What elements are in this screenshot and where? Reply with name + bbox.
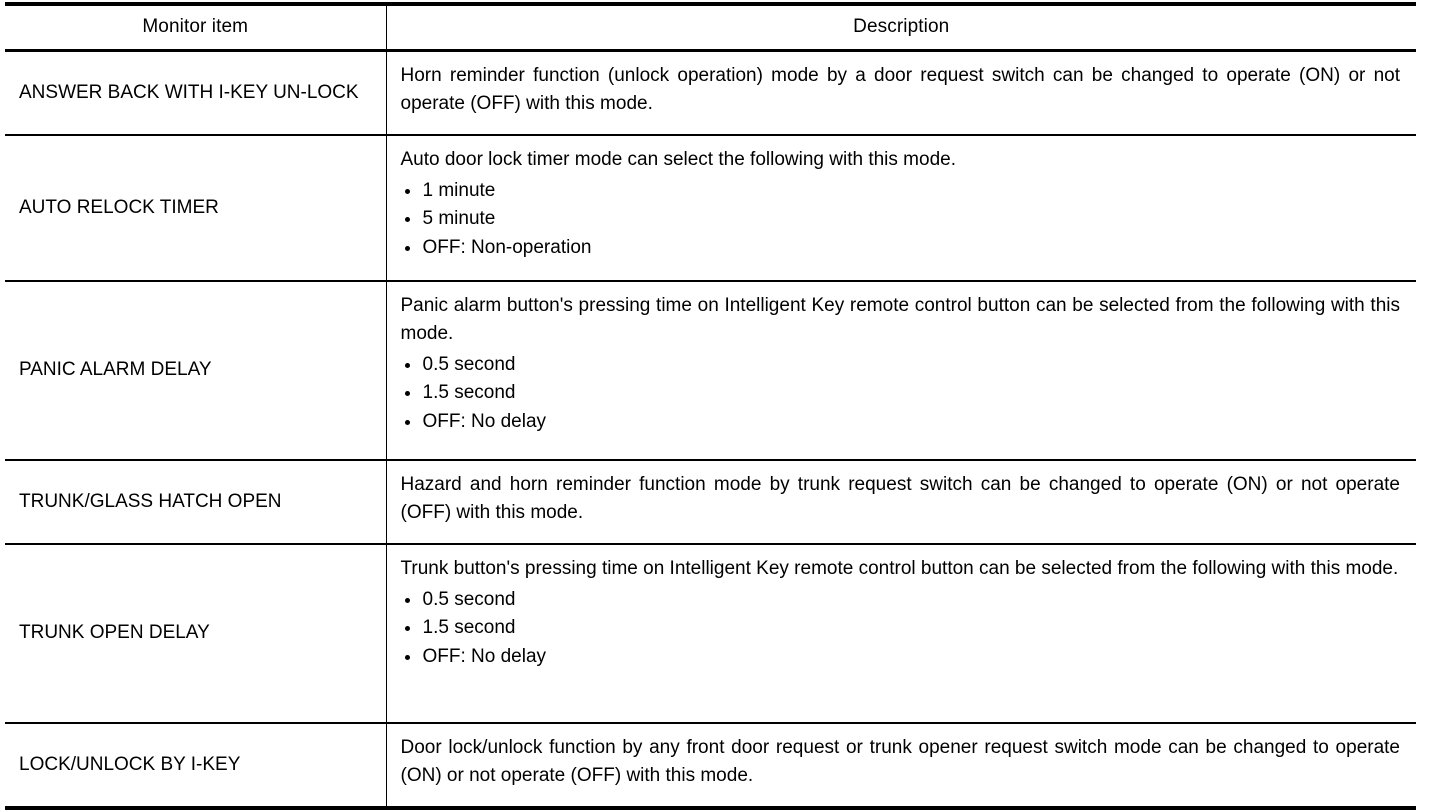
bullet-icon: [404, 391, 410, 397]
table-row: TRUNK/GLASS HATCH OPEN Hazard and horn r…: [5, 460, 1416, 545]
table-row: PANIC ALARM DELAY Panic alarm button's p…: [5, 281, 1416, 461]
description-paragraph: Panic alarm button's pressing time on In…: [400, 295, 1401, 344]
bullet-icon: [404, 626, 410, 632]
list-item: 1.5 second: [401, 379, 1401, 408]
table-row: LOCK/UNLOCK BY I-KEY Door lock/unlock fu…: [5, 723, 1416, 808]
table-header-row: Monitor item Description: [5, 4, 1416, 52]
list-item-label: 5 minute: [422, 208, 496, 230]
monitor-item-label: TRUNK OPEN DELAY: [19, 622, 210, 644]
list-item: 1 minute: [401, 177, 1401, 206]
list-item: 1.5 second: [401, 614, 1401, 643]
bullet-icon: [404, 419, 410, 425]
bullet-icon: [404, 217, 410, 223]
monitor-item-label: ANSWER BACK WITH I-KEY UN-LOCK: [19, 81, 359, 103]
list-item: OFF: Non-operation: [401, 234, 1401, 263]
description-cell: Horn reminder function (unlock operation…: [386, 50, 1416, 136]
description-bullet-list: 1 minute 5 minute OFF: Non-operation: [401, 177, 1401, 263]
description-paragraph: Hazard and horn reminder function mode b…: [400, 474, 1401, 523]
monitor-item-table-container: Monitor item Description ANSWER BACK WIT…: [5, 2, 1416, 810]
table-body: ANSWER BACK WITH I-KEY UN-LOCK Horn remi…: [5, 50, 1416, 808]
description-cell: Door lock/unlock function by any front d…: [386, 723, 1416, 808]
monitor-item-cell: AUTO RELOCK TIMER: [5, 135, 387, 282]
description-paragraph: Horn reminder function (unlock operation…: [400, 65, 1401, 114]
bullet-icon: [404, 362, 410, 368]
monitor-item-label: AUTO RELOCK TIMER: [19, 196, 219, 218]
list-item: OFF: No delay: [401, 643, 1401, 672]
monitor-item-cell: TRUNK OPEN DELAY: [5, 544, 387, 724]
list-item-label: 0.5 second: [422, 588, 516, 610]
monitor-item-cell: LOCK/UNLOCK BY I-KEY: [5, 723, 387, 808]
monitor-item-label: PANIC ALARM DELAY: [19, 359, 212, 381]
description-cell: Auto door lock timer mode can select the…: [386, 135, 1416, 282]
list-item: 5 minute: [401, 205, 1401, 234]
description-bullet-list: 0.5 second 1.5 second OFF: No delay: [401, 586, 1401, 672]
monitor-item-table: Monitor item Description ANSWER BACK WIT…: [5, 2, 1416, 810]
description-paragraph: Trunk button's pressing time on Intellig…: [400, 558, 1399, 579]
description-cell: Hazard and horn reminder function mode b…: [386, 460, 1416, 545]
list-item: 0.5 second: [401, 351, 1401, 380]
bullet-icon: [404, 188, 410, 194]
description-bullet-list: 0.5 second 1.5 second OFF: No delay: [401, 351, 1401, 437]
list-item-label: 0.5 second: [422, 353, 516, 375]
monitor-item-label: LOCK/UNLOCK BY I-KEY: [19, 753, 241, 775]
monitor-item-cell: ANSWER BACK WITH I-KEY UN-LOCK: [5, 50, 387, 136]
list-item: OFF: No delay: [401, 408, 1401, 437]
monitor-item-label: TRUNK/GLASS HATCH OPEN: [19, 490, 282, 512]
table-header: Monitor item Description: [5, 4, 1416, 52]
monitor-item-cell: TRUNK/GLASS HATCH OPEN: [5, 460, 387, 545]
column-header-monitor-item: Monitor item: [5, 4, 387, 52]
list-item-label: OFF: Non-operation: [422, 236, 592, 258]
description-paragraph: Door lock/unlock function by any front d…: [400, 737, 1401, 786]
bullet-icon: [404, 245, 410, 251]
bullet-icon: [404, 654, 410, 660]
description-cell: Trunk button's pressing time on Intellig…: [386, 544, 1416, 724]
monitor-item-cell: PANIC ALARM DELAY: [5, 281, 387, 461]
bullet-icon: [404, 597, 410, 603]
list-item-label: OFF: No delay: [422, 645, 547, 667]
table-row: ANSWER BACK WITH I-KEY UN-LOCK Horn remi…: [5, 50, 1416, 136]
description-cell: Panic alarm button's pressing time on In…: [386, 281, 1416, 461]
table-row: TRUNK OPEN DELAY Trunk button's pressing…: [5, 544, 1416, 724]
list-item-label: 1.5 second: [422, 382, 516, 404]
list-item-label: 1 minute: [422, 179, 496, 201]
column-header-description: Description: [386, 4, 1416, 52]
list-item: 0.5 second: [401, 586, 1401, 615]
list-item-label: 1.5 second: [422, 617, 516, 639]
document-page: Monitor item Description ANSWER BACK WIT…: [5, 2, 1416, 810]
description-paragraph: Auto door lock timer mode can select the…: [400, 149, 957, 170]
list-item-label: OFF: No delay: [422, 410, 547, 432]
table-row: AUTO RELOCK TIMER Auto door lock timer m…: [5, 135, 1416, 282]
